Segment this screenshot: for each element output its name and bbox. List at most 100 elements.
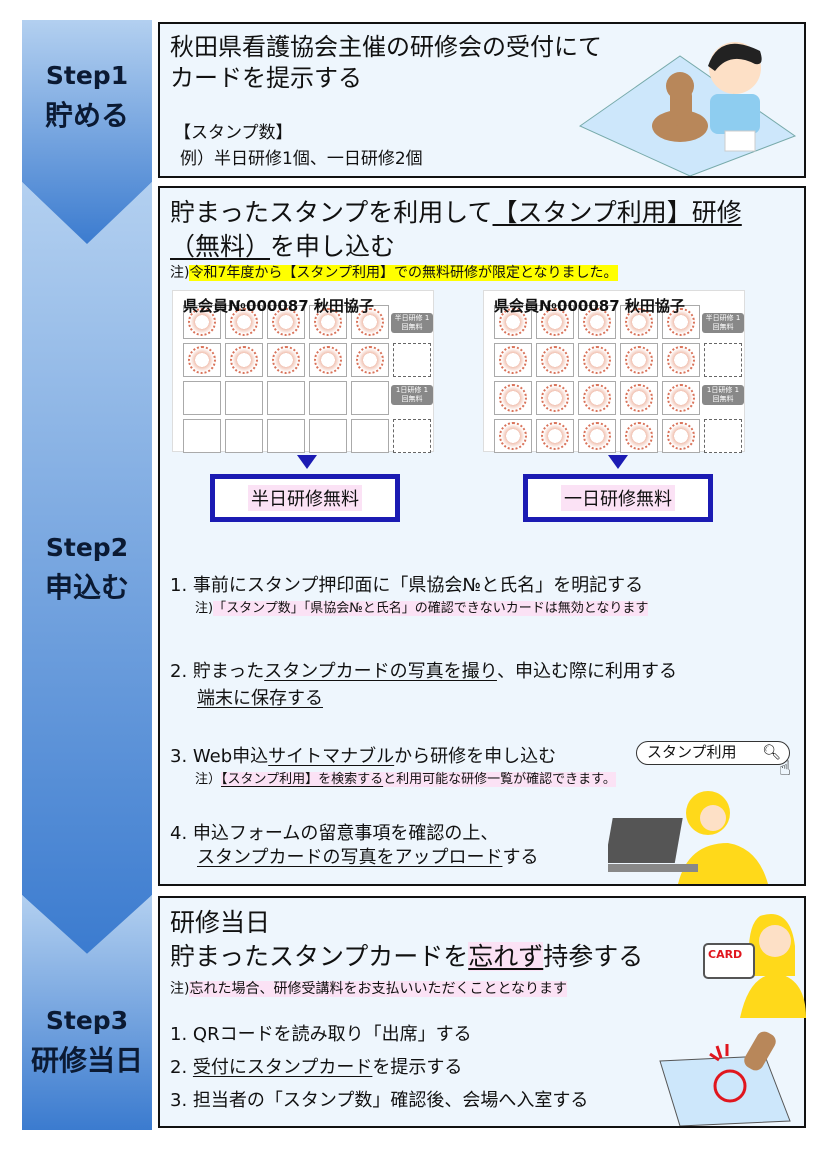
step2-note: 注)令和7年度から【スタンプ利用】での無料研修が限定となりました。 — [170, 262, 618, 282]
stamp-mark-icon — [667, 346, 695, 374]
stamp-cell — [267, 419, 305, 453]
heading-emphasis: 忘れず — [468, 942, 544, 971]
stamp-cell — [267, 343, 305, 377]
stamp-cell — [536, 305, 574, 339]
item-text: QRコードを読み取り「出席」する — [192, 1024, 472, 1045]
stamp-mark-icon — [230, 346, 258, 374]
card-tag: 1日研修 1回無料 — [391, 385, 433, 405]
stamp-mark-icon — [583, 308, 611, 336]
card-member-name: 県会員№000087 秋田協子 — [183, 297, 374, 315]
stamp-cell — [494, 381, 532, 415]
card-tag: 1日研修 1回無料 — [702, 385, 744, 405]
stamp-cell — [662, 305, 700, 339]
stamp-mark-icon — [541, 384, 569, 412]
stamp-mark-icon — [667, 308, 695, 336]
step3-box: 研修当日貯まったスタンプカードを忘れず持参する 注)忘れた場合、研修受講料をお支… — [158, 896, 806, 1128]
item-text: 、申込む際に利用する — [496, 661, 677, 682]
stamp-cell — [351, 305, 389, 339]
item-number: 2. — [170, 661, 188, 682]
step2-item-3: 3. Web申込サイトマナブルから研修を申し込む 注）【スタンプ利用】を検索する… — [170, 742, 616, 787]
stamp-cell — [267, 305, 305, 339]
stamp-cell — [536, 343, 574, 377]
step2-item-1: 1. 事前にスタンプ押印面に「県協会№と氏名」を明記する 注)「スタンプ数」「県… — [170, 571, 649, 616]
stamp-mark-icon — [499, 346, 527, 374]
item-text: 申込フォームの留意事項を確認の上、 — [192, 823, 499, 844]
heading-line: 研修当日 — [170, 908, 271, 937]
step3-heading: 研修当日貯まったスタンプカードを忘れず持参する — [170, 906, 643, 974]
step1-box: 秋田県看護協会主催の研修会の受付にてカードを提示する 【スタンプ数】 例）半日研… — [158, 22, 806, 178]
stamp-mark-icon — [625, 422, 653, 450]
stamp-mark-icon — [667, 422, 695, 450]
stamp-mark-icon — [583, 346, 611, 374]
search-value: スタンプ利用 — [647, 743, 737, 761]
stamp-cell — [225, 419, 263, 453]
heading-text: 持参する — [543, 942, 644, 971]
item-number: 3. — [170, 746, 188, 767]
item-text: 担当者の「スタンプ数」確認後、会場へ入室する — [192, 1090, 589, 1111]
step2-heading: 貯まったスタンプを利用して【スタンプ利用】研修（無料）を申し込む — [170, 196, 742, 264]
stamp-cell — [494, 419, 532, 453]
stamp-cell — [183, 343, 221, 377]
step-title: 申込む — [44, 571, 129, 604]
note-text: と利用可能な研修一覧が確認できます。 — [383, 772, 616, 787]
heading-text: 貯まったスタンプを利用して — [170, 198, 493, 227]
stamping-child-illustration — [578, 42, 797, 176]
stamp-cell — [183, 305, 221, 339]
list-item: 2. 受付にスタンプカードを提示する — [170, 1051, 588, 1084]
heading-text: を申し込む — [270, 232, 396, 261]
step3-note: 注)忘れた場合、研修受講料をお支払いいただくこととなります — [170, 978, 568, 998]
item-text-underlined: 端末に保存する — [197, 688, 323, 709]
stamp-cell — [351, 343, 389, 377]
heading-line: カードを提示する — [170, 64, 362, 92]
step-label: Step1 — [45, 61, 129, 90]
note-highlight: 令和7年度から【スタンプ利用】での無料研修が限定となりました。 — [189, 265, 618, 281]
stamp-mark-icon — [188, 346, 216, 374]
stamp-cell — [494, 305, 532, 339]
card-tag: 半日研修 1回無料 — [702, 313, 744, 333]
stamp-mark-icon — [272, 346, 300, 374]
item-text: Web申込 — [192, 746, 269, 767]
full-day-free-label: 一日研修無料 — [523, 474, 713, 522]
stamp-count-title: 【スタンプ数】 — [174, 123, 293, 143]
item-text-underlined: 受付にスタンプカード — [192, 1057, 373, 1078]
item-text: 事前にスタンプ押印面に「県協会№と氏名」を明記する — [192, 575, 644, 596]
note-underlined: 【スタンプ利用】を検索する — [221, 772, 384, 787]
item-text: から研修を申し込む — [394, 746, 557, 767]
bonus-cell — [704, 343, 742, 377]
stamp-cell — [536, 381, 574, 415]
bonus-cell — [704, 419, 742, 453]
step-title: 貯める — [44, 99, 129, 132]
step-label: Step3 — [45, 1006, 129, 1035]
step2-item-4: 4. 申込フォームの留意事項を確認の上、スタンプカードの写真をアップロードする — [170, 822, 538, 870]
pointer-hand-icon: ☝ — [778, 756, 791, 780]
search-box-illustration: スタンプ利用🔍︎☝ — [636, 741, 791, 779]
stamp-cell — [620, 419, 658, 453]
note-text: 「スタンプ数」「県協会№と氏名」の確認できないカードは無効となります — [213, 601, 649, 616]
stamp-cell — [662, 343, 700, 377]
laptop-woman-illustration — [608, 791, 768, 884]
stamp-mark-icon — [667, 384, 695, 412]
card-member-name: 県会員№000087 秋田協子 — [494, 297, 685, 315]
site-link[interactable]: サイトマナブル — [268, 746, 395, 767]
item-text: する — [502, 847, 539, 868]
note-prefix: 注) — [170, 981, 190, 997]
stamp-cell — [578, 381, 616, 415]
stamp-cell — [309, 381, 347, 415]
stamp-mark-icon — [314, 346, 342, 374]
stamp-mark-icon — [356, 308, 384, 336]
stamp-cell — [267, 381, 305, 415]
card-tag: 半日研修 1回無料 — [391, 313, 433, 333]
down-arrow-icon — [297, 455, 317, 469]
stamp-cell — [309, 305, 347, 339]
item-number: 1. — [170, 575, 188, 596]
stamp-mark-icon — [188, 308, 216, 336]
list-item: 3. 担当者の「スタンプ数」確認後、会場へ入室する — [170, 1084, 588, 1117]
stamp-cell — [662, 381, 700, 415]
stamp-mark-icon — [583, 384, 611, 412]
stamp-cell — [536, 419, 574, 453]
stamp-cell — [578, 305, 616, 339]
step-title: 研修当日 — [30, 1044, 143, 1077]
stamp-mark-icon — [541, 422, 569, 450]
heading-line: 秋田県看護協会主催の研修会の受付にて — [170, 33, 602, 61]
item-text: を提示する — [372, 1057, 463, 1078]
